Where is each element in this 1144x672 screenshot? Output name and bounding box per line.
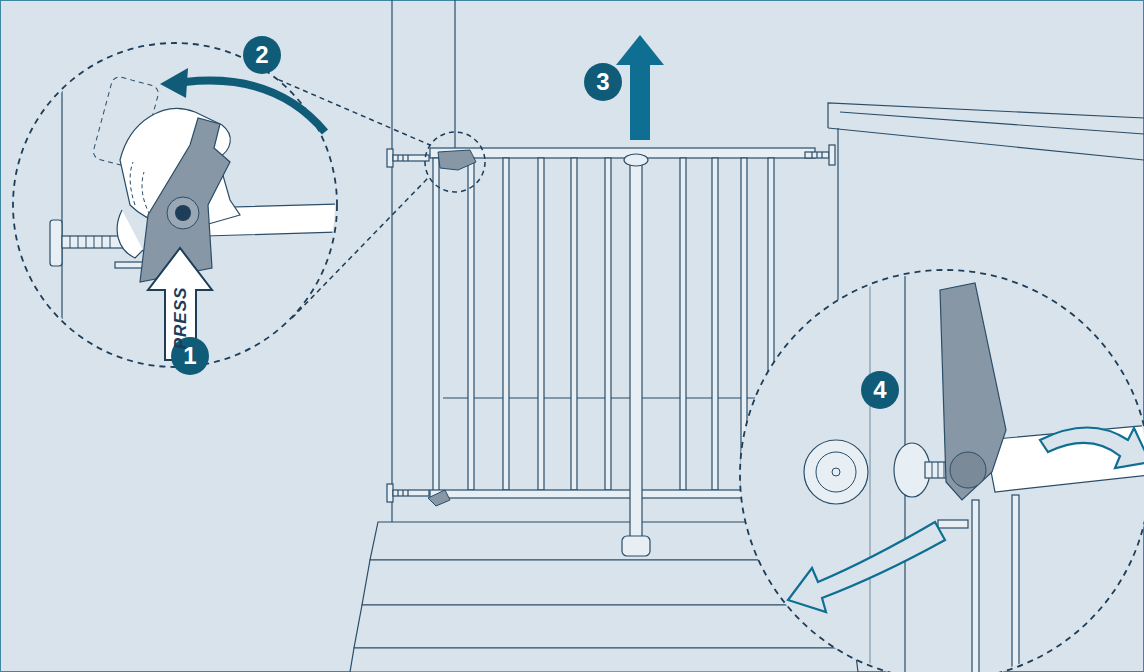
callout-badge xyxy=(243,36,281,74)
callout-number: 2 xyxy=(255,43,268,67)
action-label: PRESS xyxy=(172,287,189,350)
callout-number: 1 xyxy=(183,344,196,368)
callout-badge xyxy=(861,371,899,409)
release-lever xyxy=(438,150,476,170)
rotate-arrow xyxy=(185,81,325,132)
bottom-lever xyxy=(428,490,450,506)
callout-number: 3 xyxy=(596,70,609,94)
callout-badge xyxy=(584,63,622,101)
detail-circle xyxy=(740,270,1144,672)
callout-number: 4 xyxy=(873,378,886,402)
detail-marker xyxy=(425,132,485,192)
detail-removal xyxy=(788,260,1144,672)
lift-arrow xyxy=(616,35,664,140)
rotate-arrowhead xyxy=(160,68,188,98)
detail-release xyxy=(50,40,340,380)
